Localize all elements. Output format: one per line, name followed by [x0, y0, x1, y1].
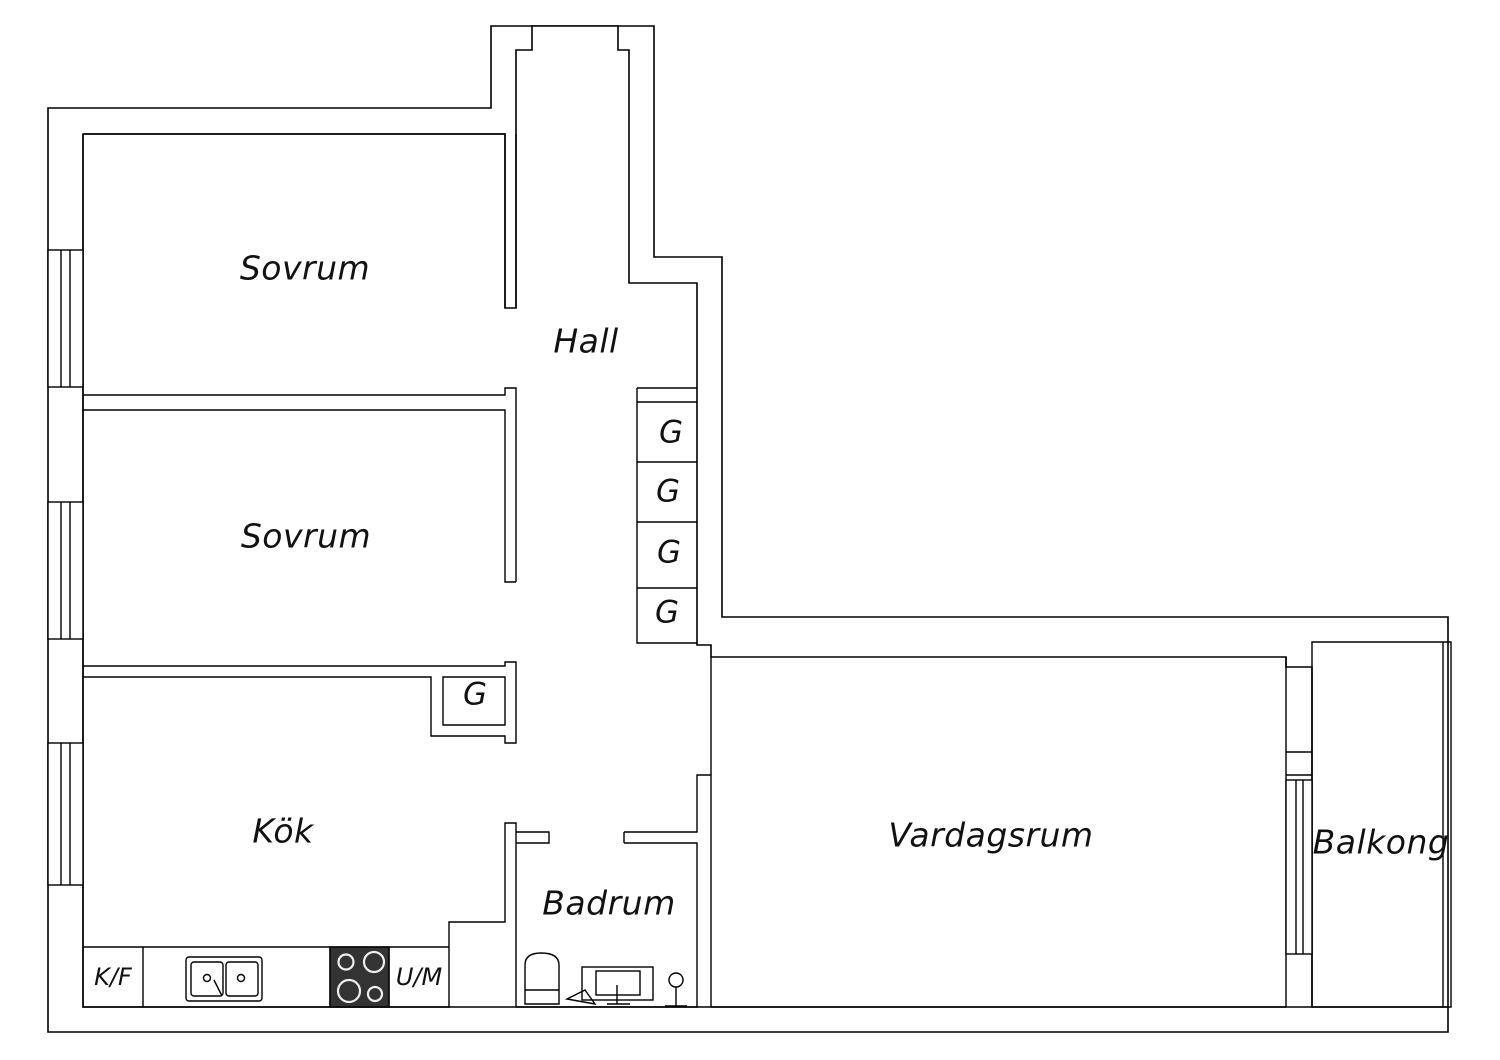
- window-bedroom-2: [47, 501, 84, 640]
- sink-left-basin: [190, 961, 224, 997]
- bedroom-2-walls: [82, 410, 517, 744]
- sink-drain-right: [236, 973, 246, 983]
- bathroom-tap: [607, 985, 630, 1005]
- closet-label-g2: G: [656, 474, 680, 510]
- window-bedroom-1: [47, 249, 84, 388]
- bedroom-1-walls: [82, 133, 517, 583]
- bathroom-walls: [516, 774, 712, 1008]
- hall-closet-column: [636, 387, 697, 644]
- bathroom-sink-basin: [595, 970, 641, 996]
- room-label-vardagsrum: Vardagsrum: [888, 816, 1093, 855]
- burner-4: [366, 985, 384, 1003]
- kitchen-walls: [82, 677, 517, 1008]
- room-label-hall: Hall: [553, 322, 618, 361]
- appliance-label-um: U/M: [396, 963, 443, 991]
- shower-pole: [665, 987, 687, 1007]
- room-label-sovrum-2: Sovrum: [241, 517, 371, 556]
- closet-label-g5: G: [463, 677, 487, 713]
- appliance-label-kf: K/F: [94, 963, 133, 991]
- balcony-door-wall: [1286, 751, 1312, 776]
- window-living-room: [1285, 779, 1313, 955]
- burner-1: [337, 953, 355, 971]
- closet-label-g3: G: [657, 535, 681, 571]
- sink-faucet: [213, 979, 223, 997]
- kitchen-closet: [442, 676, 506, 726]
- room-label-sovrum-1: Sovrum: [240, 249, 370, 288]
- closet-label-g1: G: [659, 415, 683, 451]
- room-label-kok: Kök: [252, 812, 315, 851]
- window-kitchen: [47, 742, 84, 886]
- burner-3: [336, 978, 362, 1004]
- closet-label-g4: G: [655, 595, 679, 631]
- sink-drain-left: [202, 973, 212, 983]
- kitchen-counter: [83, 946, 449, 1007]
- sink-outer: [185, 956, 263, 1002]
- toilet: [524, 952, 560, 1005]
- room-label-badrum: Badrum: [542, 884, 675, 923]
- room-label-balkong: Balkong: [1313, 823, 1450, 862]
- sink-right-basin: [225, 961, 259, 997]
- hairdryer-icon: [564, 989, 597, 1005]
- burner-2: [362, 950, 386, 974]
